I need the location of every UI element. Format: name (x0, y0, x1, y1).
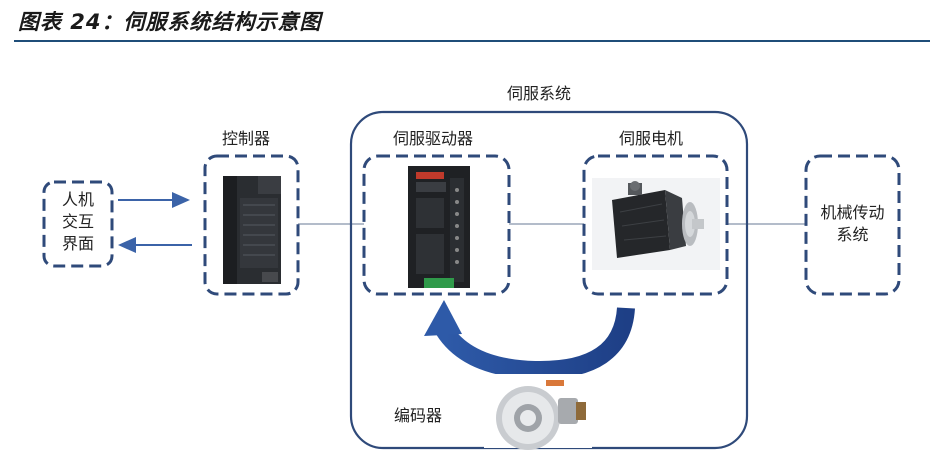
servo-system-label: 伺服系统 (507, 84, 572, 103)
hmi-box (42, 180, 114, 268)
hmi-line-1: 人机 (61, 190, 94, 209)
encoder-photo (484, 374, 592, 450)
controller-photo (223, 176, 281, 284)
mechanical-box (804, 154, 901, 296)
servo-motor-label: 伺服电机 (619, 129, 684, 148)
hmi-line-3: 界面 (61, 234, 94, 253)
controller-label: 控制器 (222, 129, 271, 148)
controller-box (203, 154, 300, 296)
servo-driver-label: 伺服驱动器 (393, 129, 474, 148)
feedback-arrow (436, 307, 635, 380)
encoder-label: 编码器 (394, 406, 443, 425)
servo-driver-photo (408, 166, 470, 288)
servo-driver-box (362, 154, 511, 296)
figure-title: 图表 24：伺服系统结构示意图 (18, 10, 322, 34)
servo-motor-box (582, 154, 729, 296)
hmi-box-text: 人机 交互 界面 (44, 189, 112, 255)
mechanical-line-1: 机械传动 (820, 203, 885, 222)
mechanical-line-2: 系统 (836, 225, 869, 244)
feedback-arrowhead (424, 300, 462, 336)
hmi-line-2: 交互 (61, 212, 94, 231)
title-divider (14, 40, 930, 42)
servo-motor-photo (592, 178, 720, 270)
mechanical-box-text: 机械传动 系统 (806, 202, 899, 246)
